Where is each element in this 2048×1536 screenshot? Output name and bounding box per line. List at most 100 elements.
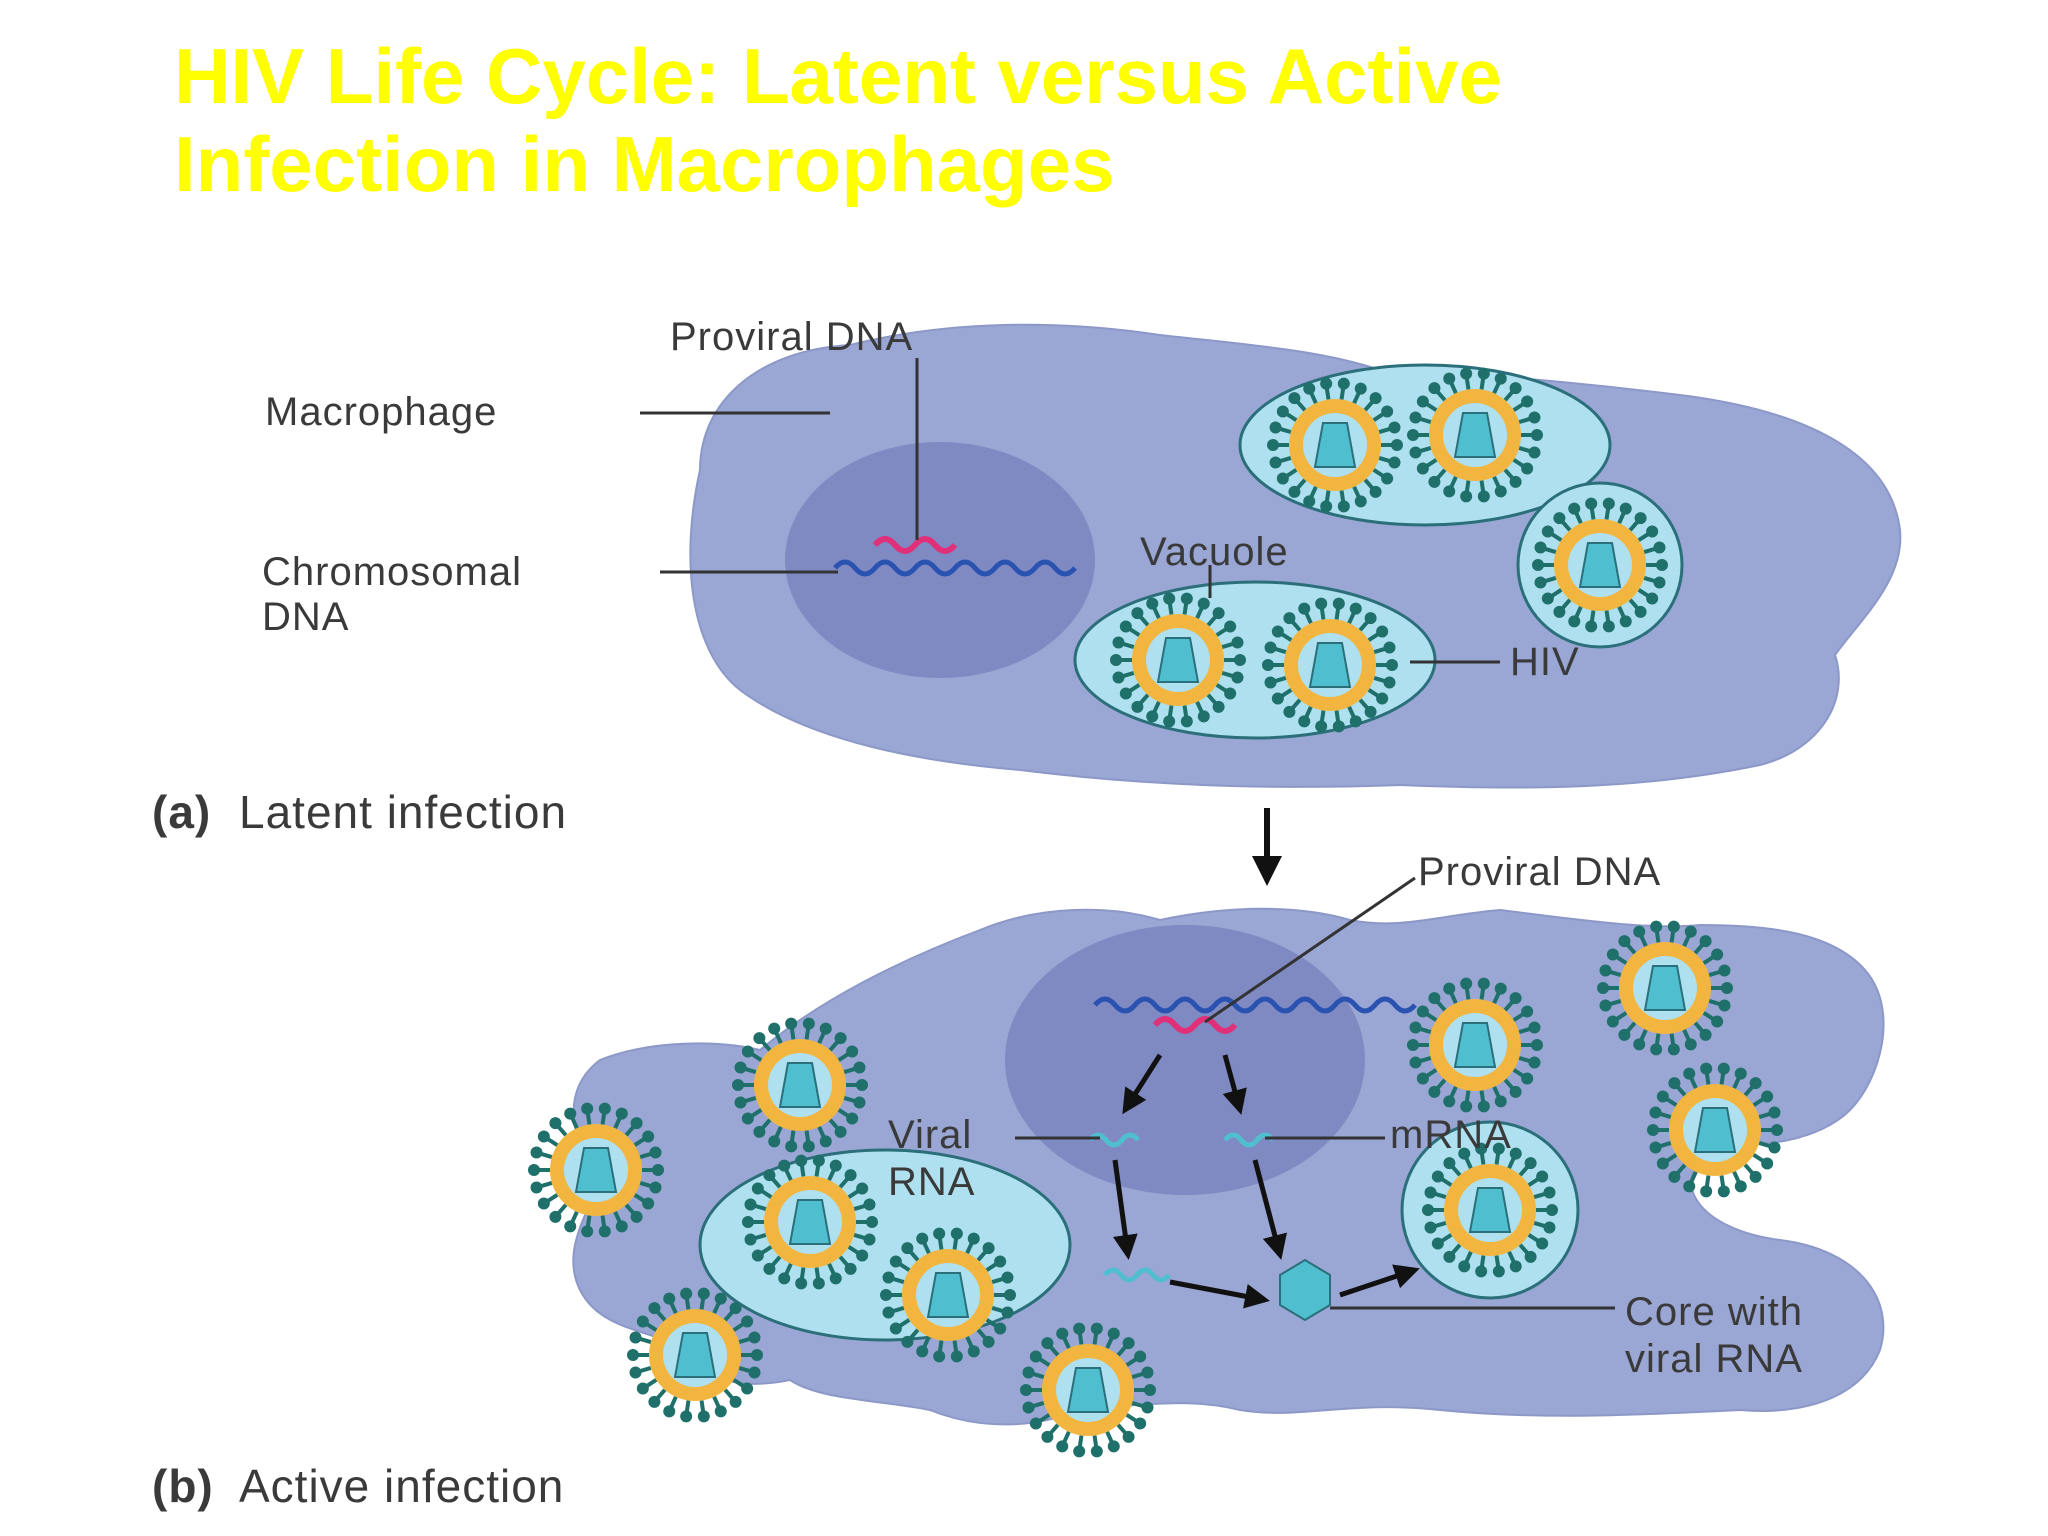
spike-knob bbox=[1073, 1322, 1086, 1335]
hiv-virion bbox=[1020, 1322, 1156, 1458]
spike-knob bbox=[1528, 1021, 1541, 1034]
spike-knob bbox=[1332, 597, 1345, 610]
spike-knob bbox=[1656, 1090, 1669, 1103]
spike-knob bbox=[1509, 1260, 1522, 1273]
spike-knob bbox=[1388, 421, 1401, 434]
spike-knob bbox=[1303, 382, 1316, 395]
spike-knob bbox=[1298, 715, 1311, 728]
spike-knob bbox=[1568, 615, 1581, 628]
spike-knob bbox=[844, 1169, 857, 1182]
spike-knob bbox=[1599, 964, 1612, 977]
spike-knob bbox=[1119, 620, 1132, 633]
spike-knob bbox=[1509, 382, 1522, 395]
spike-knob bbox=[564, 1220, 577, 1233]
spike-knob bbox=[1717, 1062, 1730, 1075]
spike-knob bbox=[856, 1079, 868, 1091]
spike-knob bbox=[1606, 1015, 1619, 1028]
spike-knob bbox=[834, 1125, 847, 1138]
spike-knob bbox=[1656, 559, 1668, 571]
spike-knob bbox=[950, 1350, 963, 1363]
spike-knob bbox=[744, 1198, 757, 1211]
spike-knob bbox=[663, 1292, 676, 1305]
spike-knob bbox=[652, 1164, 664, 1176]
leader-proviral-bottom bbox=[1204, 876, 1416, 1024]
spike-knob bbox=[1541, 525, 1554, 538]
spike-knob bbox=[537, 1130, 550, 1143]
spike-knob bbox=[829, 1272, 842, 1285]
spike-knob bbox=[1668, 1077, 1681, 1090]
spike-knob bbox=[1768, 1141, 1781, 1154]
spike-knob bbox=[1546, 1204, 1558, 1216]
spike-knob bbox=[829, 1159, 842, 1172]
viral-core bbox=[1693, 1107, 1737, 1153]
viral-core bbox=[1156, 637, 1200, 683]
spike-knob bbox=[741, 1112, 754, 1125]
spike-knob bbox=[1269, 456, 1282, 469]
spike-knob bbox=[697, 1410, 710, 1423]
spike-knob bbox=[1633, 1038, 1646, 1051]
spike-knob bbox=[648, 1395, 661, 1408]
spike-knob bbox=[1531, 1039, 1543, 1051]
spike-knob bbox=[1528, 1056, 1541, 1069]
spike-knob bbox=[1134, 1350, 1147, 1363]
spike-knob bbox=[1458, 1260, 1471, 1273]
spike-knob bbox=[1056, 1440, 1069, 1453]
proviral-dna-latent bbox=[872, 536, 958, 554]
slide-title: HIV Life Cycle: Latent versus Active Inf… bbox=[174, 32, 1934, 208]
spike-knob bbox=[1699, 935, 1712, 948]
spike-knob bbox=[1163, 592, 1176, 605]
spike-knob bbox=[834, 1032, 847, 1045]
spike-knob bbox=[1543, 1186, 1556, 1199]
spike-knob bbox=[1107, 1440, 1120, 1453]
spike-knob bbox=[889, 1255, 902, 1268]
spike-knob bbox=[1618, 1028, 1631, 1041]
hiv-virion bbox=[1647, 1062, 1783, 1198]
spike-knob bbox=[1771, 1124, 1783, 1136]
spike-knob bbox=[1492, 1142, 1505, 1155]
spike-knob bbox=[1443, 372, 1456, 385]
core-with-viral-rna bbox=[1279, 1258, 1331, 1322]
spike-knob bbox=[1521, 462, 1534, 475]
spike-knob bbox=[1543, 1221, 1556, 1234]
caption-b: (b) Active infection bbox=[152, 1460, 564, 1512]
spike-knob bbox=[1001, 1306, 1014, 1319]
spike-knob bbox=[901, 1242, 914, 1255]
spike-knob bbox=[846, 1045, 859, 1058]
hiv-virion bbox=[1407, 367, 1543, 503]
panel-a-latent: Proviral DNA Macrophage Chromosomal DNA … bbox=[152, 315, 1902, 838]
spike-knob bbox=[1460, 977, 1473, 990]
spike-knob bbox=[1649, 1141, 1662, 1154]
spike-knob bbox=[598, 1102, 611, 1115]
label-proviral-dna-bottom: Proviral DNA bbox=[1418, 850, 1661, 894]
spike-knob bbox=[1619, 502, 1632, 515]
spike-knob bbox=[1585, 620, 1598, 633]
spike-knob bbox=[1585, 497, 1598, 510]
spike-knob bbox=[1477, 977, 1490, 990]
spike-knob bbox=[564, 1107, 577, 1120]
spike-knob bbox=[1141, 1401, 1154, 1414]
hiv-virion bbox=[732, 1017, 868, 1153]
spike-knob bbox=[1416, 1005, 1429, 1018]
hiv-virion bbox=[627, 1287, 763, 1423]
hiv-virion bbox=[1407, 977, 1543, 1113]
spike-knob bbox=[778, 1159, 791, 1172]
spike-knob bbox=[1041, 1337, 1054, 1350]
spike-knob bbox=[1119, 687, 1132, 700]
viral-core bbox=[574, 1147, 618, 1193]
spike-knob bbox=[744, 1233, 757, 1246]
spike-knob bbox=[1288, 485, 1301, 498]
spike-knob bbox=[1509, 475, 1522, 488]
spike-knob bbox=[1022, 1401, 1035, 1414]
spike-knob bbox=[648, 1302, 661, 1315]
spike-knob bbox=[629, 1366, 642, 1379]
spike-knob bbox=[1180, 592, 1193, 605]
spike-knob bbox=[1264, 676, 1277, 689]
spike-knob bbox=[933, 1350, 946, 1363]
spike-knob bbox=[1528, 411, 1541, 424]
spike-knob bbox=[642, 1130, 655, 1143]
spike-knob bbox=[1553, 605, 1566, 618]
viral-core bbox=[1313, 422, 1357, 468]
caption-a-letter: (a) bbox=[152, 786, 211, 838]
spike-knob bbox=[916, 1232, 929, 1245]
hiv-virion bbox=[742, 1154, 878, 1290]
